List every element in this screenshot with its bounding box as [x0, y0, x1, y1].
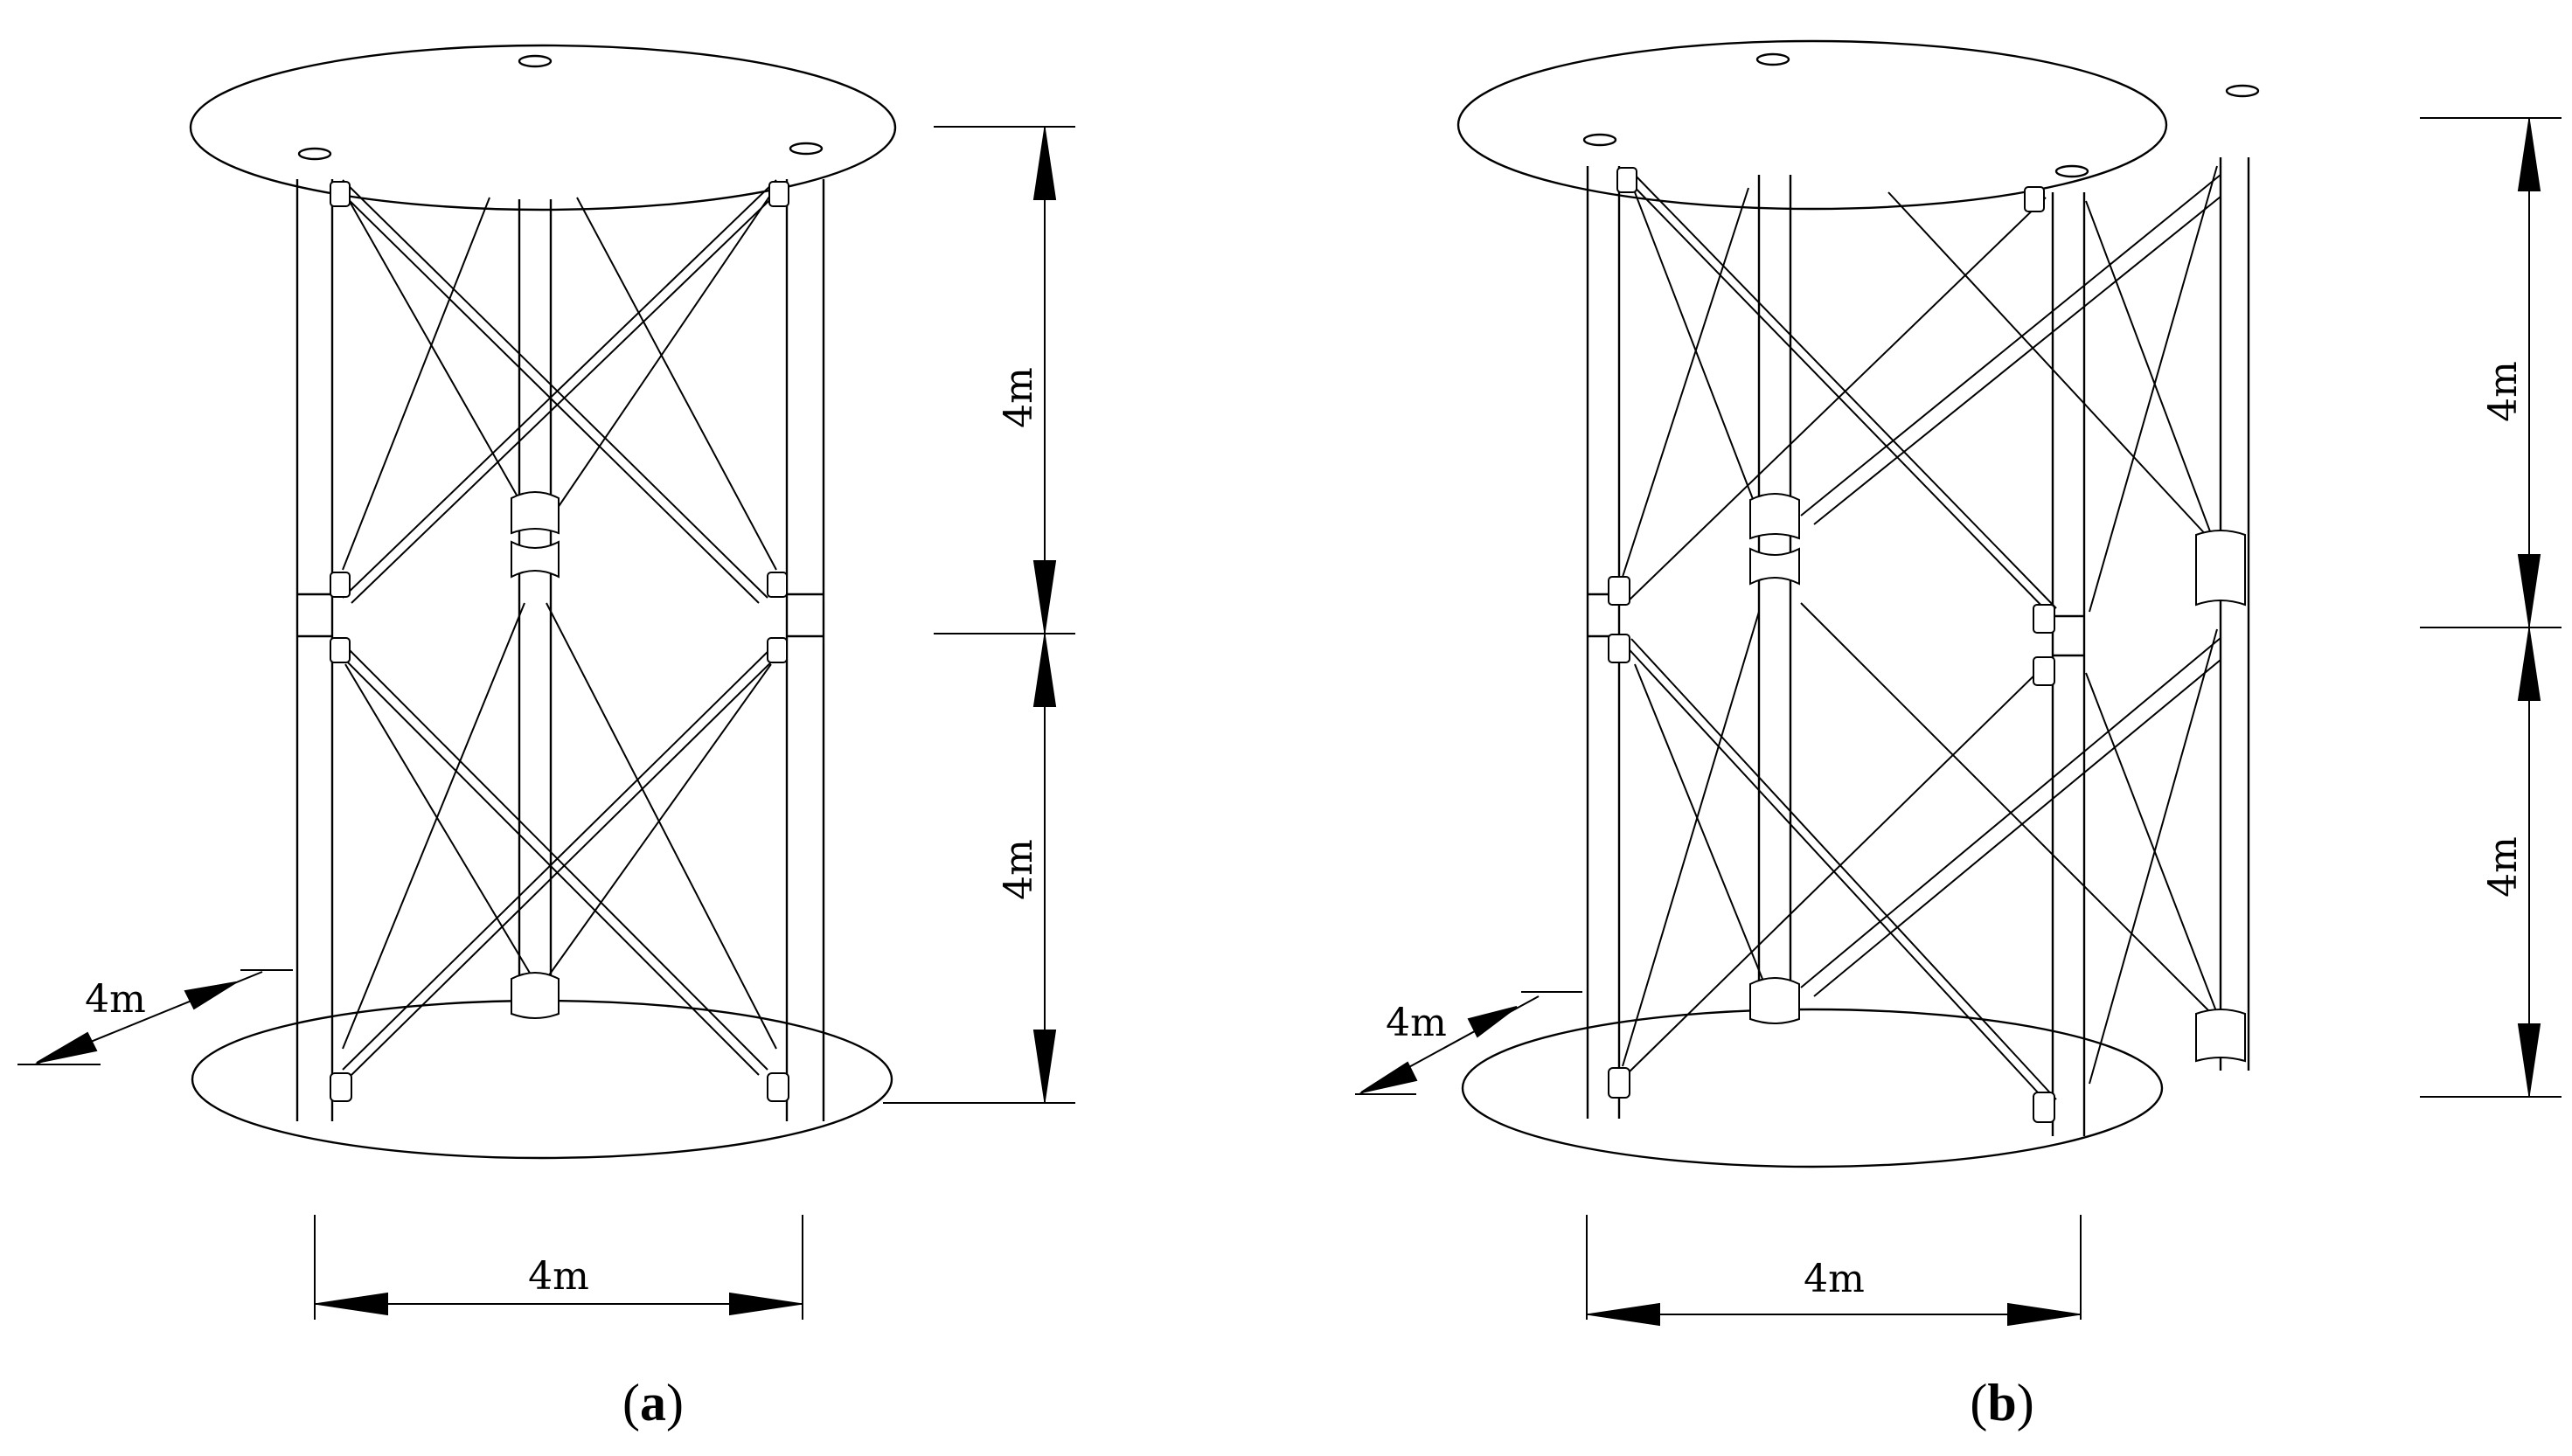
panel-a-truss: [189, 44, 897, 1160]
joint-nodes: [330, 181, 789, 1102]
upper-bracing: [1622, 165, 2221, 613]
lower-bracing: [1622, 602, 2221, 1104]
column-left: [295, 179, 334, 1121]
panel-b-truss: [1456, 39, 2260, 1168]
arrowhead: [2517, 629, 2541, 701]
bolt-hole: [2225, 84, 2260, 98]
arrowhead: [1360, 1061, 1418, 1093]
top-plate: [189, 44, 897, 211]
width-label: 4m: [528, 1254, 589, 1299]
height-lower-label: 4m: [997, 839, 1041, 900]
arrowhead: [1032, 128, 1057, 200]
bolt-hole: [2054, 164, 2089, 178]
depth-label: 4m: [1386, 1001, 1447, 1045]
column-right: [785, 179, 825, 1121]
column-back-right: [2219, 157, 2250, 1071]
arrowhead: [729, 1292, 801, 1316]
caption-a: (a): [622, 1374, 684, 1432]
height-lower-label: 4m: [2481, 836, 2526, 898]
arrowhead: [1032, 1030, 1057, 1101]
bottom-plate: [1461, 1008, 2164, 1168]
caption-b: (b): [1970, 1374, 2033, 1432]
height-upper-label: 4m: [997, 367, 1041, 428]
bolt-hole: [789, 142, 824, 156]
arrowhead: [1032, 635, 1057, 707]
arrowhead: [1588, 1302, 1660, 1327]
lower-bracing: [333, 602, 786, 1076]
arrowhead: [36, 1031, 98, 1064]
arrowhead: [2517, 120, 2541, 191]
top-plate: [1456, 39, 2168, 211]
height-upper-label: 4m: [2481, 361, 2526, 422]
joint-nodes: [1608, 167, 2246, 1123]
arrowhead: [184, 981, 237, 1010]
column-back-left: [1757, 175, 1792, 1009]
bolt-hole: [1582, 133, 1617, 147]
column-front-right: [2051, 192, 2086, 1136]
arrowhead: [2517, 1023, 2541, 1095]
arrowhead: [2007, 1302, 2079, 1327]
upper-bracing: [333, 179, 786, 604]
bolt-hole: [297, 147, 332, 161]
panel-b-dimensions: [1355, 117, 2562, 1327]
arrowhead: [1467, 1006, 1518, 1038]
panel-a-dimensions: [17, 126, 1075, 1320]
arrowhead: [1032, 560, 1057, 632]
width-label: 4m: [1804, 1257, 1865, 1301]
panel-b-labels: 4m 4m 4m 4m (b): [1386, 361, 2526, 1432]
bolt-hole: [1755, 52, 1790, 66]
column-center: [518, 199, 553, 1005]
depth-label: 4m: [85, 977, 146, 1022]
bolt-hole: [518, 54, 553, 68]
arrowhead: [316, 1292, 388, 1316]
arrowhead: [2517, 554, 2541, 626]
panel-a-labels: 4m 4m 4m 4m (a): [85, 367, 1041, 1432]
